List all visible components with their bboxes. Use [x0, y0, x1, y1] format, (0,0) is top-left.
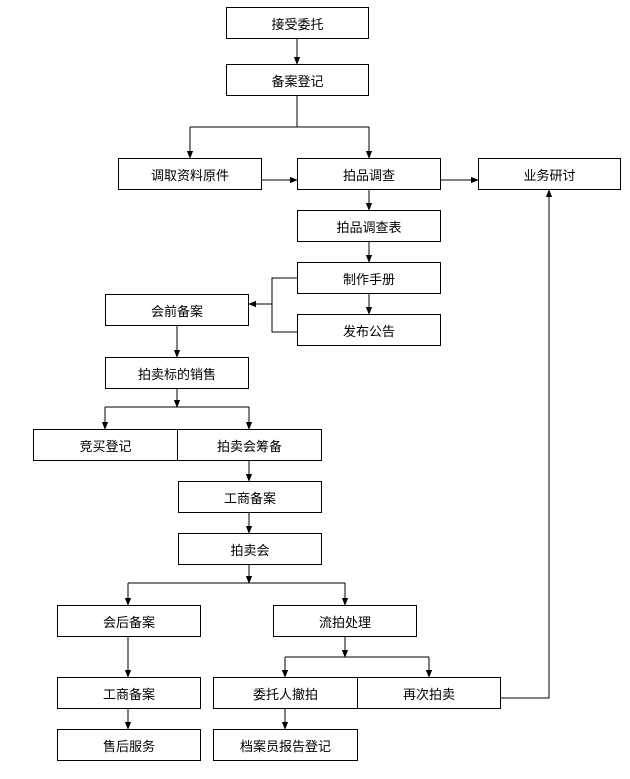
node-retrieve-original-documents: 调取资料原件: [118, 158, 262, 190]
node-lot-investigation-form: 拍品调查表: [297, 210, 441, 242]
node-business-filing-1: 工商备案: [178, 481, 322, 513]
node-business-discussion: 业务研讨: [478, 158, 621, 190]
edge-manual-to-pre-filing: [271, 277, 297, 333]
node-lot-sales: 拍卖标的销售: [105, 357, 249, 389]
node-publish-announcement: 发布公告: [297, 314, 441, 346]
node-auction: 拍卖会: [178, 533, 322, 565]
node-auction-preparation: 拍卖会筹备: [177, 429, 322, 461]
node-post-auction-filing: 会后备案: [57, 605, 201, 637]
node-archivist-report-registration: 档案员报告登记: [213, 729, 358, 761]
node-bidder-registration: 竞买登记: [33, 429, 178, 461]
node-filing-registration: 备案登记: [226, 64, 369, 96]
node-after-sales-service: 售后服务: [57, 729, 201, 761]
node-consignor-withdrawal: 委托人撤拍: [213, 677, 358, 709]
node-re-auction: 再次拍卖: [357, 677, 501, 709]
node-accept-commission: 接受委托: [226, 7, 369, 39]
node-make-catalogue: 制作手册: [297, 262, 441, 294]
node-unsold-handling: 流拍处理: [273, 605, 417, 637]
node-lot-investigation: 拍品调查: [297, 158, 441, 190]
node-pre-auction-filing: 会前备案: [105, 294, 249, 326]
edge-reauction-to-study: [501, 189, 553, 699]
node-business-filing-2: 工商备案: [57, 677, 201, 709]
